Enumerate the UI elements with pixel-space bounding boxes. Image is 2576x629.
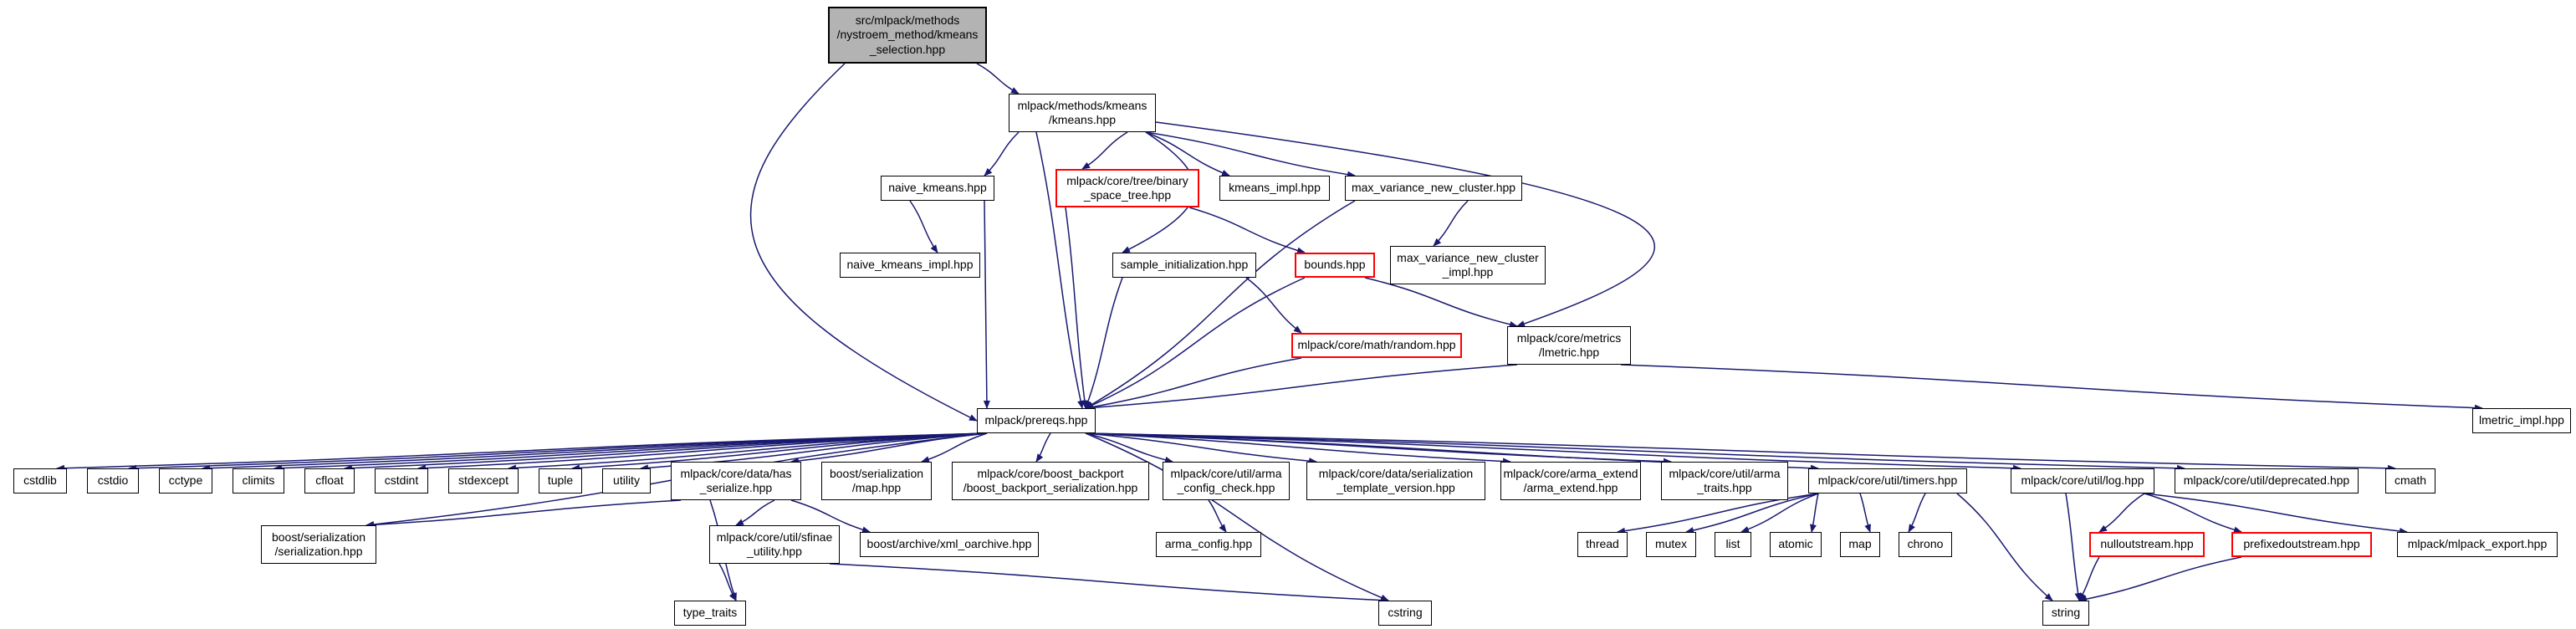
graph-node-lmetric[interactable]: mlpack/core/metrics /lmetric.hpp <box>1507 326 1631 365</box>
graph-node-climits[interactable]: climits <box>233 468 284 493</box>
include-edge-sample_init-to-random <box>1245 277 1302 334</box>
include-edge-sample_init-to-prereqs <box>1085 277 1123 409</box>
include-edge-prereqs-to-boost_map <box>921 432 988 463</box>
include-edge-prefixedoutstream-to-string <box>2078 556 2242 603</box>
include-edge-binary_space_tree-to-bounds <box>1188 207 1306 254</box>
graph-node-log[interactable]: mlpack/core/util/log.hpp <box>2011 468 2154 493</box>
graph-node-sfinae[interactable]: mlpack/core/util/sfinae _utility.hpp <box>709 525 840 564</box>
include-edge-prereqs-to-arma_config_check <box>1085 432 1173 463</box>
graph-node-root: src/mlpack/methods /nystroem_method/kmea… <box>828 7 987 64</box>
graph-node-kmeans_impl[interactable]: kmeans_impl.hpp <box>1219 176 1330 201</box>
include-edge-lmetric-to-lmetric_impl <box>1620 364 2483 412</box>
include-edge-naive_kmeans-to-prereqs <box>983 200 990 409</box>
include-edge-prereqs-to-arma_extend <box>1085 432 1511 465</box>
graph-node-xml_oarchive[interactable]: boost/archive/xml_oarchive.hpp <box>860 532 1039 557</box>
include-edge-max_variance-to-max_variance_impl <box>1433 200 1469 247</box>
include-edge-bounds-to-prereqs <box>1085 277 1306 409</box>
graph-node-mlpack_export[interactable]: mlpack/mlpack_export.hpp <box>2397 532 2558 557</box>
graph-node-map[interactable]: map <box>1840 532 1880 557</box>
graph-node-timers[interactable]: mlpack/core/util/timers.hpp <box>1808 468 1967 493</box>
graph-node-bounds[interactable]: bounds.hpp <box>1295 253 1375 278</box>
graph-node-max_variance[interactable]: max_variance_new_cluster.hpp <box>1345 176 1522 201</box>
graph-node-ser_template[interactable]: mlpack/core/data/serialization _template… <box>1306 462 1485 500</box>
graph-node-thread[interactable]: thread <box>1577 532 1628 557</box>
include-edge-binary_space_tree-to-prereqs <box>1065 207 1088 409</box>
graph-node-type_traits[interactable]: type_traits <box>674 601 746 626</box>
graph-node-chrono[interactable]: chrono <box>1899 532 1952 557</box>
graph-node-lmetric_impl[interactable]: lmetric_impl.hpp <box>2472 408 2571 433</box>
include-edge-max_variance-to-prereqs <box>1085 200 1356 409</box>
include-edge-random-to-prereqs <box>1085 357 1302 411</box>
graph-node-has_serialize[interactable]: mlpack/core/data/has _serialize.hpp <box>671 462 801 500</box>
include-edge-log-to-mlpack_export <box>2144 493 2408 534</box>
include-edge-prereqs-to-boost_backport <box>1035 432 1051 463</box>
graph-node-cstdint[interactable]: cstdint <box>375 468 428 493</box>
graph-node-arma_extend[interactable]: mlpack/core/arma_extend /arma_extend.hpp <box>1500 462 1641 500</box>
include-edge-prereqs-to-ser_template <box>1085 432 1317 465</box>
include-edge-sfinae-to-cstring <box>829 563 1389 604</box>
include-edge-lmetric-to-prereqs <box>1085 364 1518 412</box>
include-edge-prereqs-to-has_serialize <box>790 432 988 464</box>
graph-node-list[interactable]: list <box>1715 532 1751 557</box>
graph-node-atomic[interactable]: atomic <box>1770 532 1822 557</box>
include-edge-timers-to-atomic <box>1810 493 1819 533</box>
include-edge-sfinae-to-type_traits <box>718 563 737 601</box>
graph-node-random[interactable]: mlpack/core/math/random.hpp <box>1291 333 1462 358</box>
graph-node-cmath[interactable]: cmath <box>2385 468 2435 493</box>
graph-node-kmeans[interactable]: mlpack/methods/kmeans /kmeans.hpp <box>1009 94 1156 132</box>
include-edge-timers-to-map <box>1859 493 1871 533</box>
graph-node-arma_config[interactable]: arma_config.hpp <box>1156 532 1261 557</box>
graph-node-boost_map[interactable]: boost/serialization /map.hpp <box>821 462 932 500</box>
graph-node-prefixedoutstream[interactable]: prefixedoutstream.hpp <box>2231 532 2372 557</box>
include-edge-timers-to-string <box>1956 493 2053 601</box>
graph-node-cstdlib[interactable]: cstdlib <box>13 468 67 493</box>
graph-node-deprecated[interactable]: mlpack/core/util/deprecated.hpp <box>2175 468 2359 493</box>
graph-node-cfloat[interactable]: cfloat <box>304 468 355 493</box>
include-edge-naive_kmeans-to-naive_kmeans_impl <box>909 200 938 253</box>
graph-node-binary_space_tree[interactable]: mlpack/core/tree/binary _space_tree.hpp <box>1055 169 1199 207</box>
graph-node-arma_traits[interactable]: mlpack/core/util/arma _traits.hpp <box>1661 462 1788 500</box>
graph-node-stdexcept[interactable]: stdexcept <box>448 468 519 493</box>
include-edge-kmeans-to-binary_space_tree <box>1081 131 1128 170</box>
include-edge-log-to-prefixedoutstream <box>2144 493 2242 534</box>
graph-node-max_variance_impl[interactable]: max_variance_new_cluster _impl.hpp <box>1390 246 1546 284</box>
include-edge-timers-to-chrono <box>1908 493 1926 533</box>
graph-node-nulloutstream[interactable]: nulloutstream.hpp <box>2089 532 2205 557</box>
include-edge-log-to-string <box>2065 493 2082 601</box>
graph-node-cstdio[interactable]: cstdio <box>87 468 139 493</box>
include-edge-arma_config_check-to-arma_config <box>1208 499 1227 533</box>
graph-node-boost_backport[interactable]: mlpack/core/boost_backport /boost_backpo… <box>952 462 1149 500</box>
graph-node-cctype[interactable]: cctype <box>159 468 212 493</box>
include-edge-has_serialize-to-sfinae <box>735 499 775 526</box>
include-edge-nulloutstream-to-string <box>2078 556 2100 601</box>
graph-node-prereqs[interactable]: mlpack/prereqs.hpp <box>977 408 1096 433</box>
graph-node-tuple[interactable]: tuple <box>539 468 582 493</box>
include-edge-root-to-prereqs <box>749 63 978 422</box>
graph-node-arma_config_check[interactable]: mlpack/core/util/arma _config_check.hpp <box>1163 462 1290 500</box>
include-edge-log-to-nulloutstream <box>2098 493 2145 533</box>
include-edge-kmeans-to-naive_kmeans <box>984 131 1020 176</box>
graph-node-boost_serialization[interactable]: boost/serialization /serialization.hpp <box>261 525 376 564</box>
include-edge-has_serialize-to-boost_serialization <box>365 499 682 529</box>
include-edge-bounds-to-lmetric <box>1364 277 1518 328</box>
include-edge-prereqs-to-cstring <box>1085 432 1389 601</box>
graph-node-sample_init[interactable]: sample_initialization.hpp <box>1112 253 1256 278</box>
include-edge-root-to-kmeans <box>976 63 1020 95</box>
include-edge-kmeans-to-lmetric <box>1155 121 1655 327</box>
include-edge-prereqs-to-arma_traits <box>1085 432 1672 465</box>
graph-node-mutex[interactable]: mutex <box>1646 532 1696 557</box>
graph-node-cstring[interactable]: cstring <box>1378 601 1432 626</box>
graph-node-string[interactable]: string <box>2042 601 2089 626</box>
graph-node-utility[interactable]: utility <box>602 468 651 493</box>
graph-node-naive_kmeans_impl[interactable]: naive_kmeans_impl.hpp <box>840 253 980 278</box>
graph-node-naive_kmeans[interactable]: naive_kmeans.hpp <box>881 176 994 201</box>
